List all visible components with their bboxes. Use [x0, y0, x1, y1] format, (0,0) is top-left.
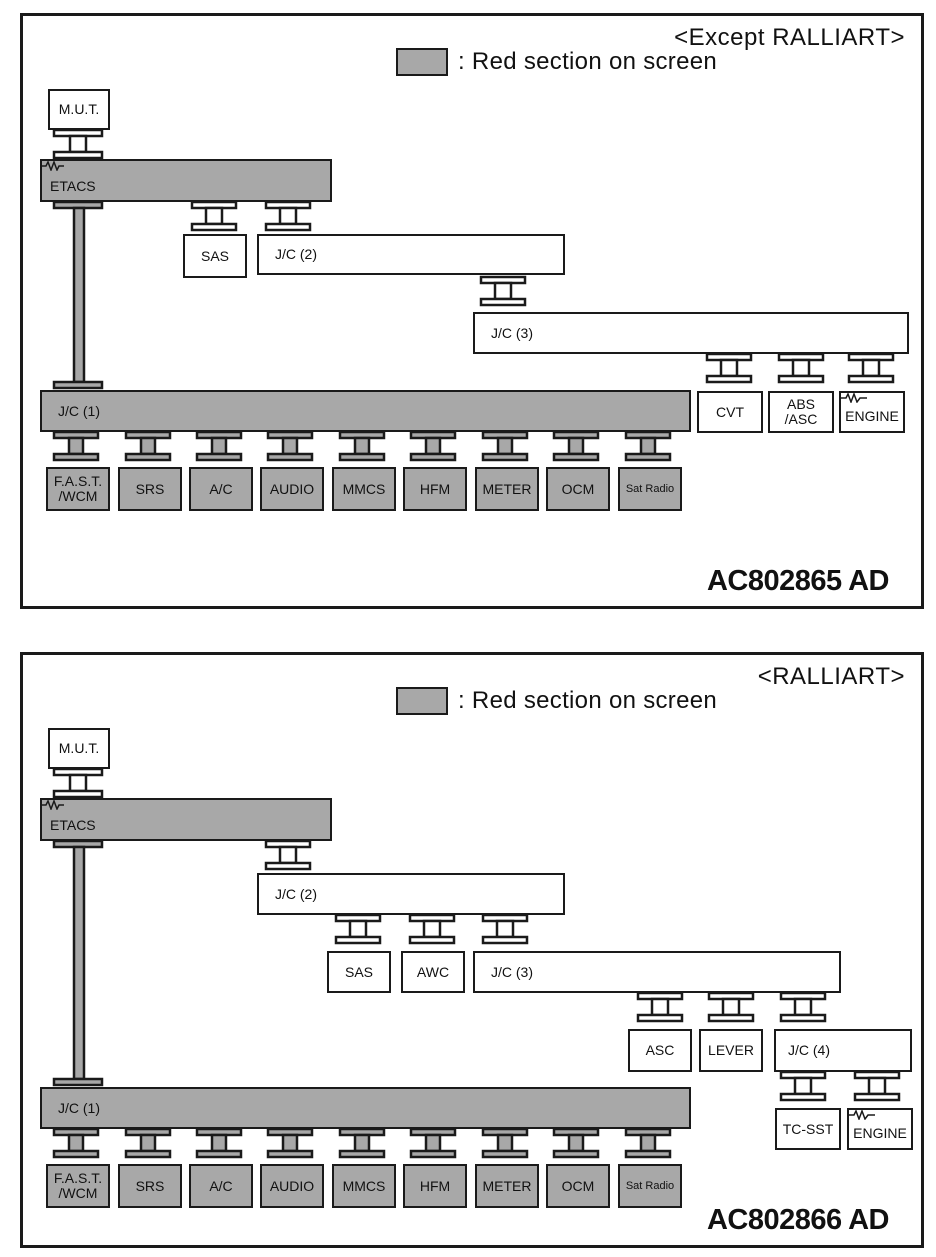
- node-meter: METER: [475, 1164, 539, 1208]
- node-label: Sat Radio: [625, 482, 675, 495]
- node-label: A/C: [209, 480, 233, 497]
- node-hfm: HFM: [403, 467, 467, 511]
- node-label: SRS: [135, 1177, 165, 1194]
- node-label: ETACS: [50, 178, 96, 194]
- node-srs: SRS: [118, 1164, 182, 1208]
- node-label: HFM: [419, 1177, 451, 1194]
- resistor-icon: [849, 1110, 875, 1120]
- node-label: A/C: [209, 1177, 233, 1194]
- node-abs-asc: ABS /ASC: [768, 391, 834, 433]
- node-label: OCM: [561, 480, 595, 497]
- resistor-icon: [841, 393, 867, 403]
- node-label: M.U.T.: [58, 101, 100, 117]
- node-label: J/C (3): [491, 324, 533, 341]
- node-jc3: J/C (3): [473, 312, 909, 354]
- node-engine: ENGINE: [847, 1108, 913, 1150]
- legend-text: : Red section on screen: [458, 48, 718, 75]
- node-label: SAS: [200, 247, 229, 264]
- node-label: M.U.T.: [58, 740, 100, 756]
- node-jc1: J/C (1): [40, 390, 691, 432]
- legend: : Red section on screen: [396, 46, 717, 78]
- node-label: AWC: [416, 963, 450, 980]
- node-ocm: OCM: [546, 467, 610, 511]
- node-jc2: J/C (2): [257, 234, 565, 275]
- node-label: AUDIO: [269, 480, 315, 497]
- node-label: J/C (2): [275, 885, 317, 902]
- node-label: METER: [482, 1177, 532, 1194]
- node-etacs: ETACS: [40, 159, 332, 202]
- node-asc: ASC: [628, 1029, 692, 1072]
- node-label: J/C (4): [788, 1042, 830, 1058]
- connection-lines: [52, 767, 901, 1159]
- node-jc1: J/C (1): [40, 1087, 691, 1129]
- node-label: HFM: [419, 480, 451, 497]
- node-label: SAS: [344, 963, 373, 980]
- node-mmcs: MMCS: [332, 1164, 396, 1208]
- variant-label: <RALLIART>: [757, 663, 905, 690]
- node-ac: A/C: [189, 1164, 253, 1208]
- node-label: LEVER: [708, 1042, 754, 1058]
- variant-label: <Except RALLIART>: [674, 24, 905, 51]
- node-audio: AUDIO: [260, 1164, 324, 1208]
- node-ocm: OCM: [546, 1164, 610, 1208]
- diagram-code: AC802866 AD: [706, 1204, 890, 1236]
- diagram-code: AC802865 AD: [706, 565, 890, 597]
- node-label: ETACS: [50, 817, 96, 833]
- legend-swatch: [396, 687, 448, 715]
- node-tc-sst: TC-SST: [775, 1108, 841, 1150]
- node-label: ASC: [645, 1042, 675, 1058]
- node-label: ENGINE: [853, 1124, 907, 1141]
- node-label: TC-SST: [782, 1120, 834, 1137]
- node-label: J/C (2): [275, 246, 317, 262]
- diagram-panel-except-ralliart: <Except RALLIART> : Red section on scree…: [20, 13, 924, 609]
- node-jc2: J/C (2): [257, 873, 565, 915]
- node-audio: AUDIO: [260, 467, 324, 511]
- node-label: METER: [482, 480, 532, 497]
- node-label: MMCS: [342, 1177, 386, 1194]
- node-fast-wcm: F.A.S.T. /WCM: [46, 467, 110, 511]
- node-fast-wcm: F.A.S.T. /WCM: [46, 1164, 110, 1208]
- node-mut: M.U.T.: [48, 89, 110, 130]
- resistor-icon: [42, 800, 64, 810]
- node-srs: SRS: [118, 467, 182, 511]
- node-label: ENGINE: [845, 407, 899, 424]
- node-label: OCM: [561, 1177, 595, 1194]
- node-meter: METER: [475, 467, 539, 511]
- node-ac: A/C: [189, 467, 253, 511]
- node-lever: LEVER: [699, 1029, 763, 1072]
- connection-lines: [52, 128, 895, 462]
- node-awc: AWC: [401, 951, 465, 993]
- node-etacs: ETACS: [40, 798, 332, 841]
- node-engine: ENGINE: [839, 391, 905, 433]
- legend-text: : Red section on screen: [458, 687, 718, 714]
- node-label: SRS: [135, 480, 165, 497]
- node-label: F.A.S.T. /WCM: [53, 473, 103, 504]
- diagram-panel-ralliart: <RALLIART> : Red section on screen M.U.T…: [20, 652, 924, 1248]
- node-label: CVT: [716, 403, 744, 420]
- node-label: J/C (1): [58, 1099, 100, 1116]
- node-mut: M.U.T.: [48, 728, 110, 769]
- node-label: J/C (3): [491, 963, 533, 980]
- legend: : Red section on screen: [396, 685, 717, 717]
- node-label: MMCS: [342, 480, 386, 497]
- node-label: J/C (1): [58, 402, 100, 419]
- node-label: Sat Radio: [625, 1179, 675, 1192]
- resistor-icon: [42, 161, 64, 171]
- legend-swatch: [396, 48, 448, 76]
- node-mmcs: MMCS: [332, 467, 396, 511]
- node-jc4: J/C (4): [774, 1029, 912, 1072]
- node-sat-radio: Sat Radio: [618, 467, 682, 511]
- node-label: F.A.S.T. /WCM: [53, 1170, 103, 1201]
- node-hfm: HFM: [403, 1164, 467, 1208]
- node-jc3: J/C (3): [473, 951, 841, 993]
- node-label: ABS /ASC: [784, 396, 818, 427]
- node-sas: SAS: [183, 234, 247, 278]
- node-cvt: CVT: [697, 391, 763, 433]
- node-sat-radio: Sat Radio: [618, 1164, 682, 1208]
- node-sas: SAS: [327, 951, 391, 993]
- node-label: AUDIO: [269, 1177, 315, 1194]
